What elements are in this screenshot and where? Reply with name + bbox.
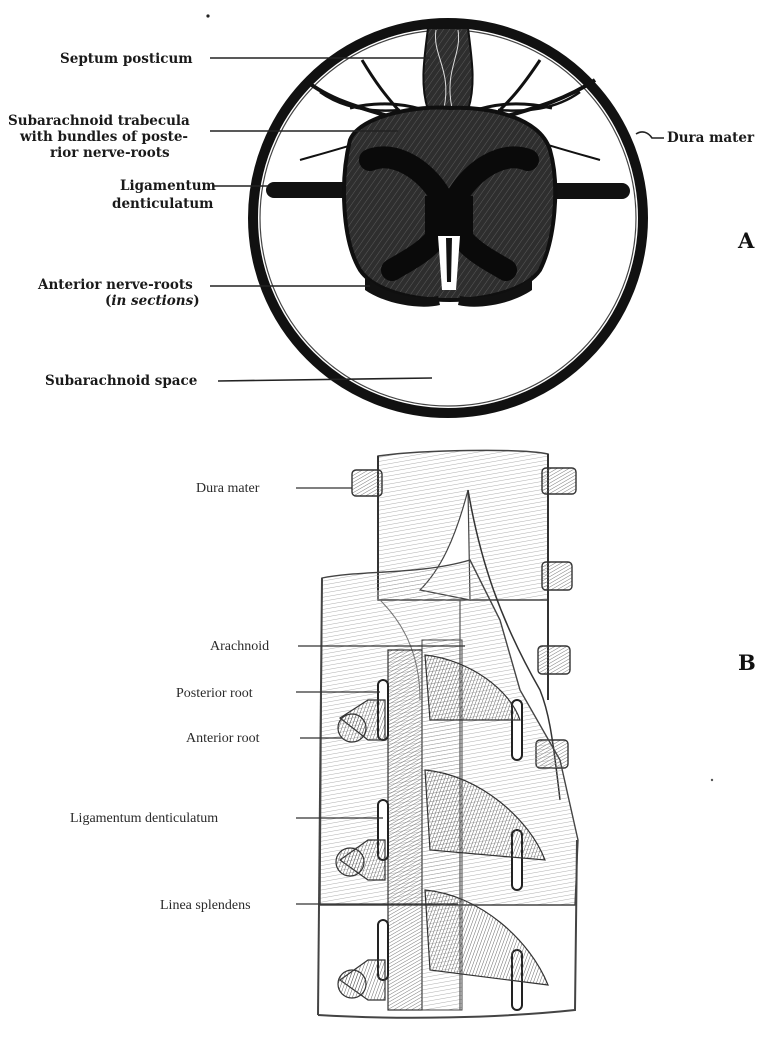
septum-posticum (423, 28, 472, 110)
ink-dot (206, 14, 209, 17)
label-arachnoid: Arachnoid (210, 639, 269, 654)
label-trabecula-2: with bundles of poste- (19, 129, 188, 145)
label-dura-mater-b: Dura mater (196, 481, 260, 496)
label-anterior-1: Anterior nerve-roots (37, 277, 193, 293)
label-trabecula-1: Subarachnoid trabecula (8, 113, 190, 129)
label-linea-splendens: Linea splendens (160, 898, 251, 913)
panel-b-dissection: Dura mater Arachnoid Posterior root Ante… (70, 450, 756, 1017)
label-trabecula-3: rior nerve-roots (50, 145, 170, 161)
label-ligamentum-1: Ligamentum (120, 178, 216, 194)
label-subarachnoid-space: Subarachnoid space (45, 373, 197, 389)
spinal-cord-section (344, 107, 555, 306)
label-ligamentum-denticulatum-b: Ligamentum denticulatum (70, 811, 218, 826)
label-posterior-root: Posterior root (176, 686, 253, 701)
panel-letter-a: A (737, 228, 755, 253)
ink-dot-small (711, 779, 713, 781)
label-anterior-2: (in sections) (105, 293, 200, 309)
label-septum-posticum: Septum posticum (60, 51, 193, 67)
panel-letter-b: B (738, 650, 756, 675)
label-ligamentum-2: denticulatum (112, 196, 213, 212)
panel-a-cross-section: Septum posticum Subarachnoid trabecula w… (8, 14, 755, 413)
label-anterior-root: Anterior root (186, 731, 260, 746)
label-dura-mater-a: Dura mater (667, 130, 755, 146)
